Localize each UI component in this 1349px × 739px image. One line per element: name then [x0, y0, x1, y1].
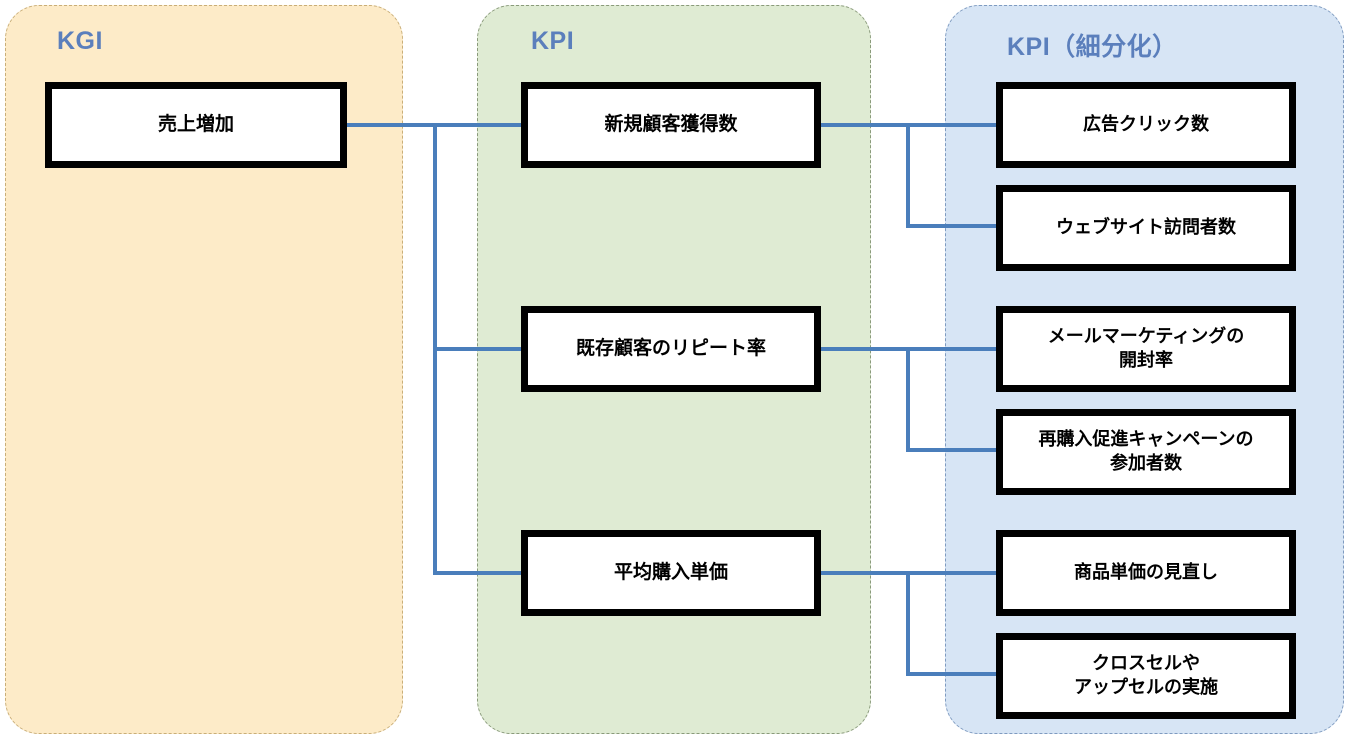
node-label-line2: アップセルの実施 [1074, 677, 1218, 697]
node-label-line1: ウェブサイト訪問者数 [1056, 217, 1236, 238]
node-detail-website-visitors[interactable]: ウェブサイト訪問者数 [996, 185, 1296, 271]
connector-kpi3-to-detail-2 [906, 672, 998, 676]
node-detail-cross-sell-up-sell[interactable]: クロスセルや アップセルの実施 [996, 633, 1296, 719]
node-label: 売上増加 [157, 114, 234, 136]
node-label-line1: 再購入促進キャンペーンの [1038, 429, 1254, 450]
node-kpi-average-order-value[interactable]: 平均購入単価 [521, 530, 821, 616]
connector-kgi-to-kpi-3 [433, 571, 523, 575]
connector-kpi2-to-detail-2 [906, 448, 998, 452]
node-label-line1: メールマーケティングの [1047, 326, 1245, 347]
connector-kpi2-trunk [906, 347, 910, 452]
node-label: 広告クリック数 [1075, 113, 1217, 137]
node-label: 既存顧客のリピート率 [575, 338, 766, 360]
connector-kpi3-to-detail-1 [906, 571, 998, 575]
node-kgi-sales-increase[interactable]: 売上増加 [45, 82, 347, 168]
node-label: ウェブサイト訪問者数 [1048, 216, 1244, 240]
node-label: 商品単価の見直し [1066, 561, 1226, 585]
connector-kpi1-to-detail-2 [906, 224, 998, 228]
node-detail-repurchase-campaign-participants[interactable]: 再購入促進キャンペーンの 参加者数 [996, 409, 1296, 495]
node-kpi-new-customers[interactable]: 新規顧客獲得数 [521, 82, 821, 168]
node-label-line1: クロスセルや [1092, 653, 1200, 674]
node-label: 平均購入単価 [613, 562, 728, 584]
connector-kpi2-to-detail-1 [906, 347, 998, 351]
node-detail-email-open-rate[interactable]: メールマーケティングの 開封率 [996, 306, 1296, 392]
node-label: 新規顧客獲得数 [604, 114, 738, 136]
node-detail-price-review[interactable]: 商品単価の見直し [996, 530, 1296, 616]
node-label: 再購入促進キャンペーンの 参加者数 [1030, 428, 1261, 476]
column-title-kgi: KGI [57, 27, 103, 55]
connector-kgi-out [347, 123, 437, 127]
connector-kpi1-out [820, 123, 910, 127]
node-label-line1: 広告クリック数 [1083, 114, 1209, 135]
connector-kgi-to-kpi-1 [433, 123, 523, 127]
connector-kpi1-to-detail-1 [906, 123, 998, 127]
connector-kpi1-trunk [906, 123, 910, 228]
node-label-line2: 参加者数 [1109, 453, 1182, 473]
node-label-line2: 開封率 [1119, 350, 1173, 370]
node-label: クロスセルや アップセルの実施 [1066, 652, 1226, 700]
node-detail-ad-clicks[interactable]: 広告クリック数 [996, 82, 1296, 168]
node-label-line1: 商品単価の見直し [1074, 562, 1218, 583]
connector-kpi3-trunk [906, 571, 910, 676]
connector-kgi-to-kpi-2 [433, 347, 523, 351]
column-title-kpi-detail: KPI（細分化） [1007, 33, 1178, 61]
node-kpi-repeat-rate[interactable]: 既存顧客のリピート率 [521, 306, 821, 392]
connector-kpi3-out [820, 571, 910, 575]
column-title-kpi: KPI [531, 27, 575, 55]
node-label: メールマーケティングの 開封率 [1040, 325, 1253, 373]
connector-kpi2-out [820, 347, 910, 351]
